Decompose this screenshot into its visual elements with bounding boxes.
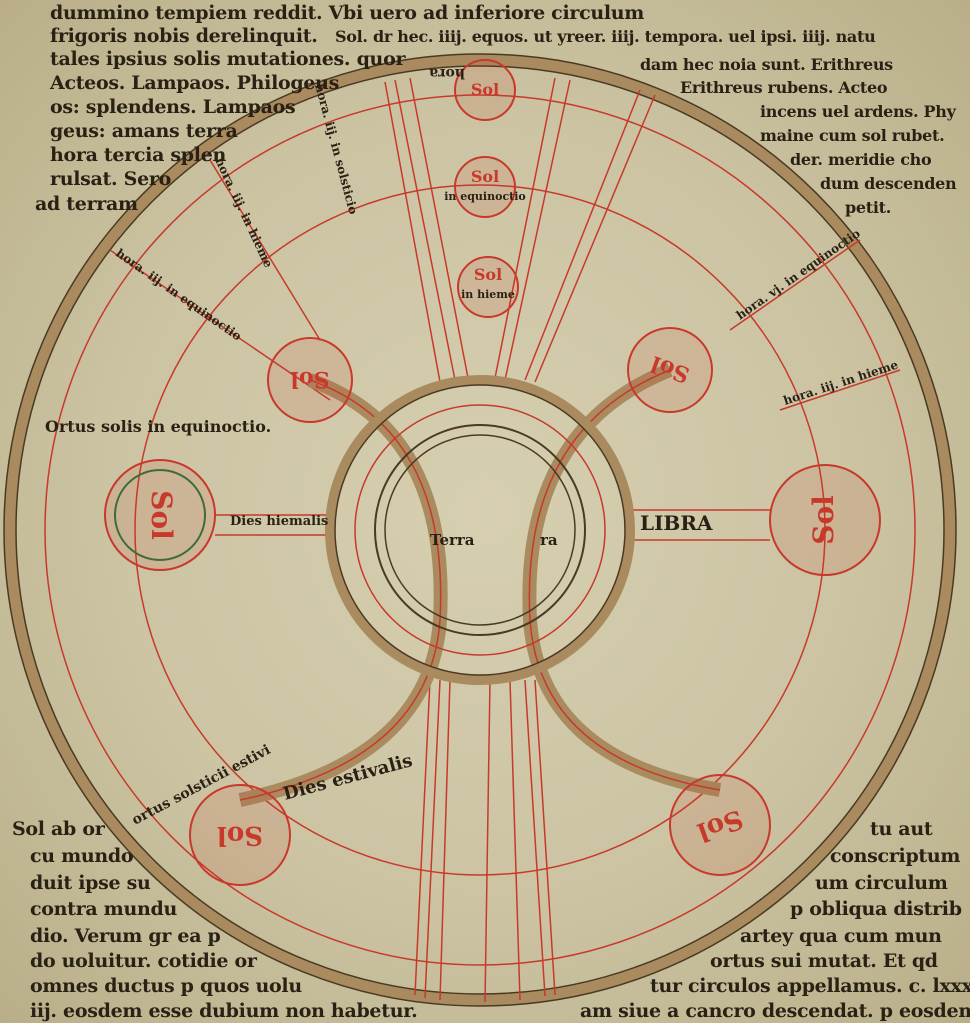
text-line: geus: amans terra — [50, 120, 238, 142]
arc-bands — [238, 363, 722, 807]
svg-text:Sol: Sol — [471, 80, 499, 99]
svg-text:Sol: Sol — [471, 167, 499, 186]
text-line: dum descenden — [820, 174, 957, 193]
terra-label: Terra — [430, 531, 475, 549]
sun-left — [104, 459, 216, 571]
text-line: ortus sui mutat. Et qd — [710, 950, 938, 972]
text-line: os: splendens. Lampaos — [50, 96, 296, 118]
svg-text:hora. iij. in equinoctio: hora. iij. in equinoctio — [113, 246, 244, 343]
svg-text:hora. iij. in hieme: hora. iij. in hieme — [212, 155, 275, 270]
sun-top-3 — [457, 256, 519, 318]
sun-lower-right — [669, 774, 771, 876]
text-line: um circulum — [815, 872, 948, 894]
text-line: frigoris nobis derelinquit. — [50, 25, 318, 47]
text-line: cu mundo — [30, 845, 134, 867]
text-line: petit. — [845, 198, 891, 217]
svg-text:hora. iij. in solsticio: hora. iij. in solsticio — [312, 82, 360, 216]
sun-lower-left — [189, 784, 291, 886]
text-line: tur circulos appellamus. c. lxxx. — [650, 975, 970, 997]
sun-upper-left — [267, 337, 353, 423]
text-line: hora tercia splen — [50, 144, 227, 166]
text-line: artey qua cum mun — [740, 925, 942, 947]
text-line: duit ipse su — [30, 872, 151, 894]
sun-top-2 — [454, 156, 516, 218]
text-line: dam hec noia sunt. Erithreus — [640, 55, 893, 74]
svg-text:Sol: Sol — [145, 490, 178, 540]
rays — [109, 77, 901, 1003]
ortus-equinoctio-label: Ortus solis in equinoctio. — [45, 417, 271, 436]
text-line: ad terram — [35, 193, 138, 215]
svg-text:in equinoctio: in equinoctio — [444, 190, 526, 203]
text-line: der. meridie cho — [790, 150, 932, 169]
sun-right — [769, 464, 881, 576]
libra-label: LIBRA — [640, 511, 713, 535]
svg-text:hora. vj. in equinoctio: hora. vj. in equinoctio — [734, 226, 863, 322]
svg-text:Sol: Sol — [291, 366, 330, 392]
svg-text:Dies hiemalis: Dies hiemalis — [230, 514, 328, 529]
suns — [104, 59, 881, 886]
text-line: do uoluitur. cotidie or — [30, 950, 257, 972]
svg-text:hora: hora — [429, 65, 465, 81]
svg-text:Sol: Sol — [217, 820, 263, 850]
text-line: Erithreus rubens. Acteo — [680, 78, 888, 97]
text-line: maine cum sol rubet. — [760, 126, 945, 145]
svg-text:hora. iij. in hieme: hora. iij. in hieme — [782, 357, 901, 407]
sun-top-1 — [454, 59, 516, 121]
text-line: Sol ab or — [12, 818, 105, 840]
text-line: Sol. dr hec. iiij. equos. ut yreer. iiij… — [335, 27, 876, 46]
text-line: omnes ductus p quos uolu — [30, 975, 302, 997]
text-line: contra mundu — [30, 898, 177, 920]
text-line: am siue a cancro descendat. p eosdem — [580, 1000, 970, 1022]
svg-text:Sol: Sol — [474, 265, 502, 284]
svg-text:Sol: Sol — [807, 495, 840, 545]
sun-upper-right — [627, 327, 713, 413]
text-line: conscriptum — [830, 845, 961, 867]
sun-labels: Sol Sol Sol Sol Sol Sol Sol Sol Sol in e… — [145, 80, 840, 850]
red-ring — [44, 94, 916, 966]
text-line: dummino tempiem reddit. Vbi uero ad infe… — [50, 2, 645, 24]
text-line: rulsat. Sero — [50, 168, 171, 190]
text-line: tu aut — [870, 818, 933, 840]
text-line: p obliqua distrib — [790, 898, 962, 920]
text-line: dio. Verum gr ea p — [30, 925, 221, 947]
text-line: tales ipsius solis mutationes. quor — [50, 48, 406, 70]
center-rings — [325, 375, 635, 685]
svg-text:in hieme: in hieme — [461, 288, 515, 301]
text-line: iij. eosdem esse dubium non habetur. — [30, 1000, 418, 1022]
text-line: incens uel ardens. Phy — [760, 102, 956, 121]
svg-text:ra: ra — [540, 531, 558, 549]
text-line: Acteos. Lampaos. Philogeus — [50, 72, 340, 94]
red-ring-inner — [134, 184, 826, 876]
